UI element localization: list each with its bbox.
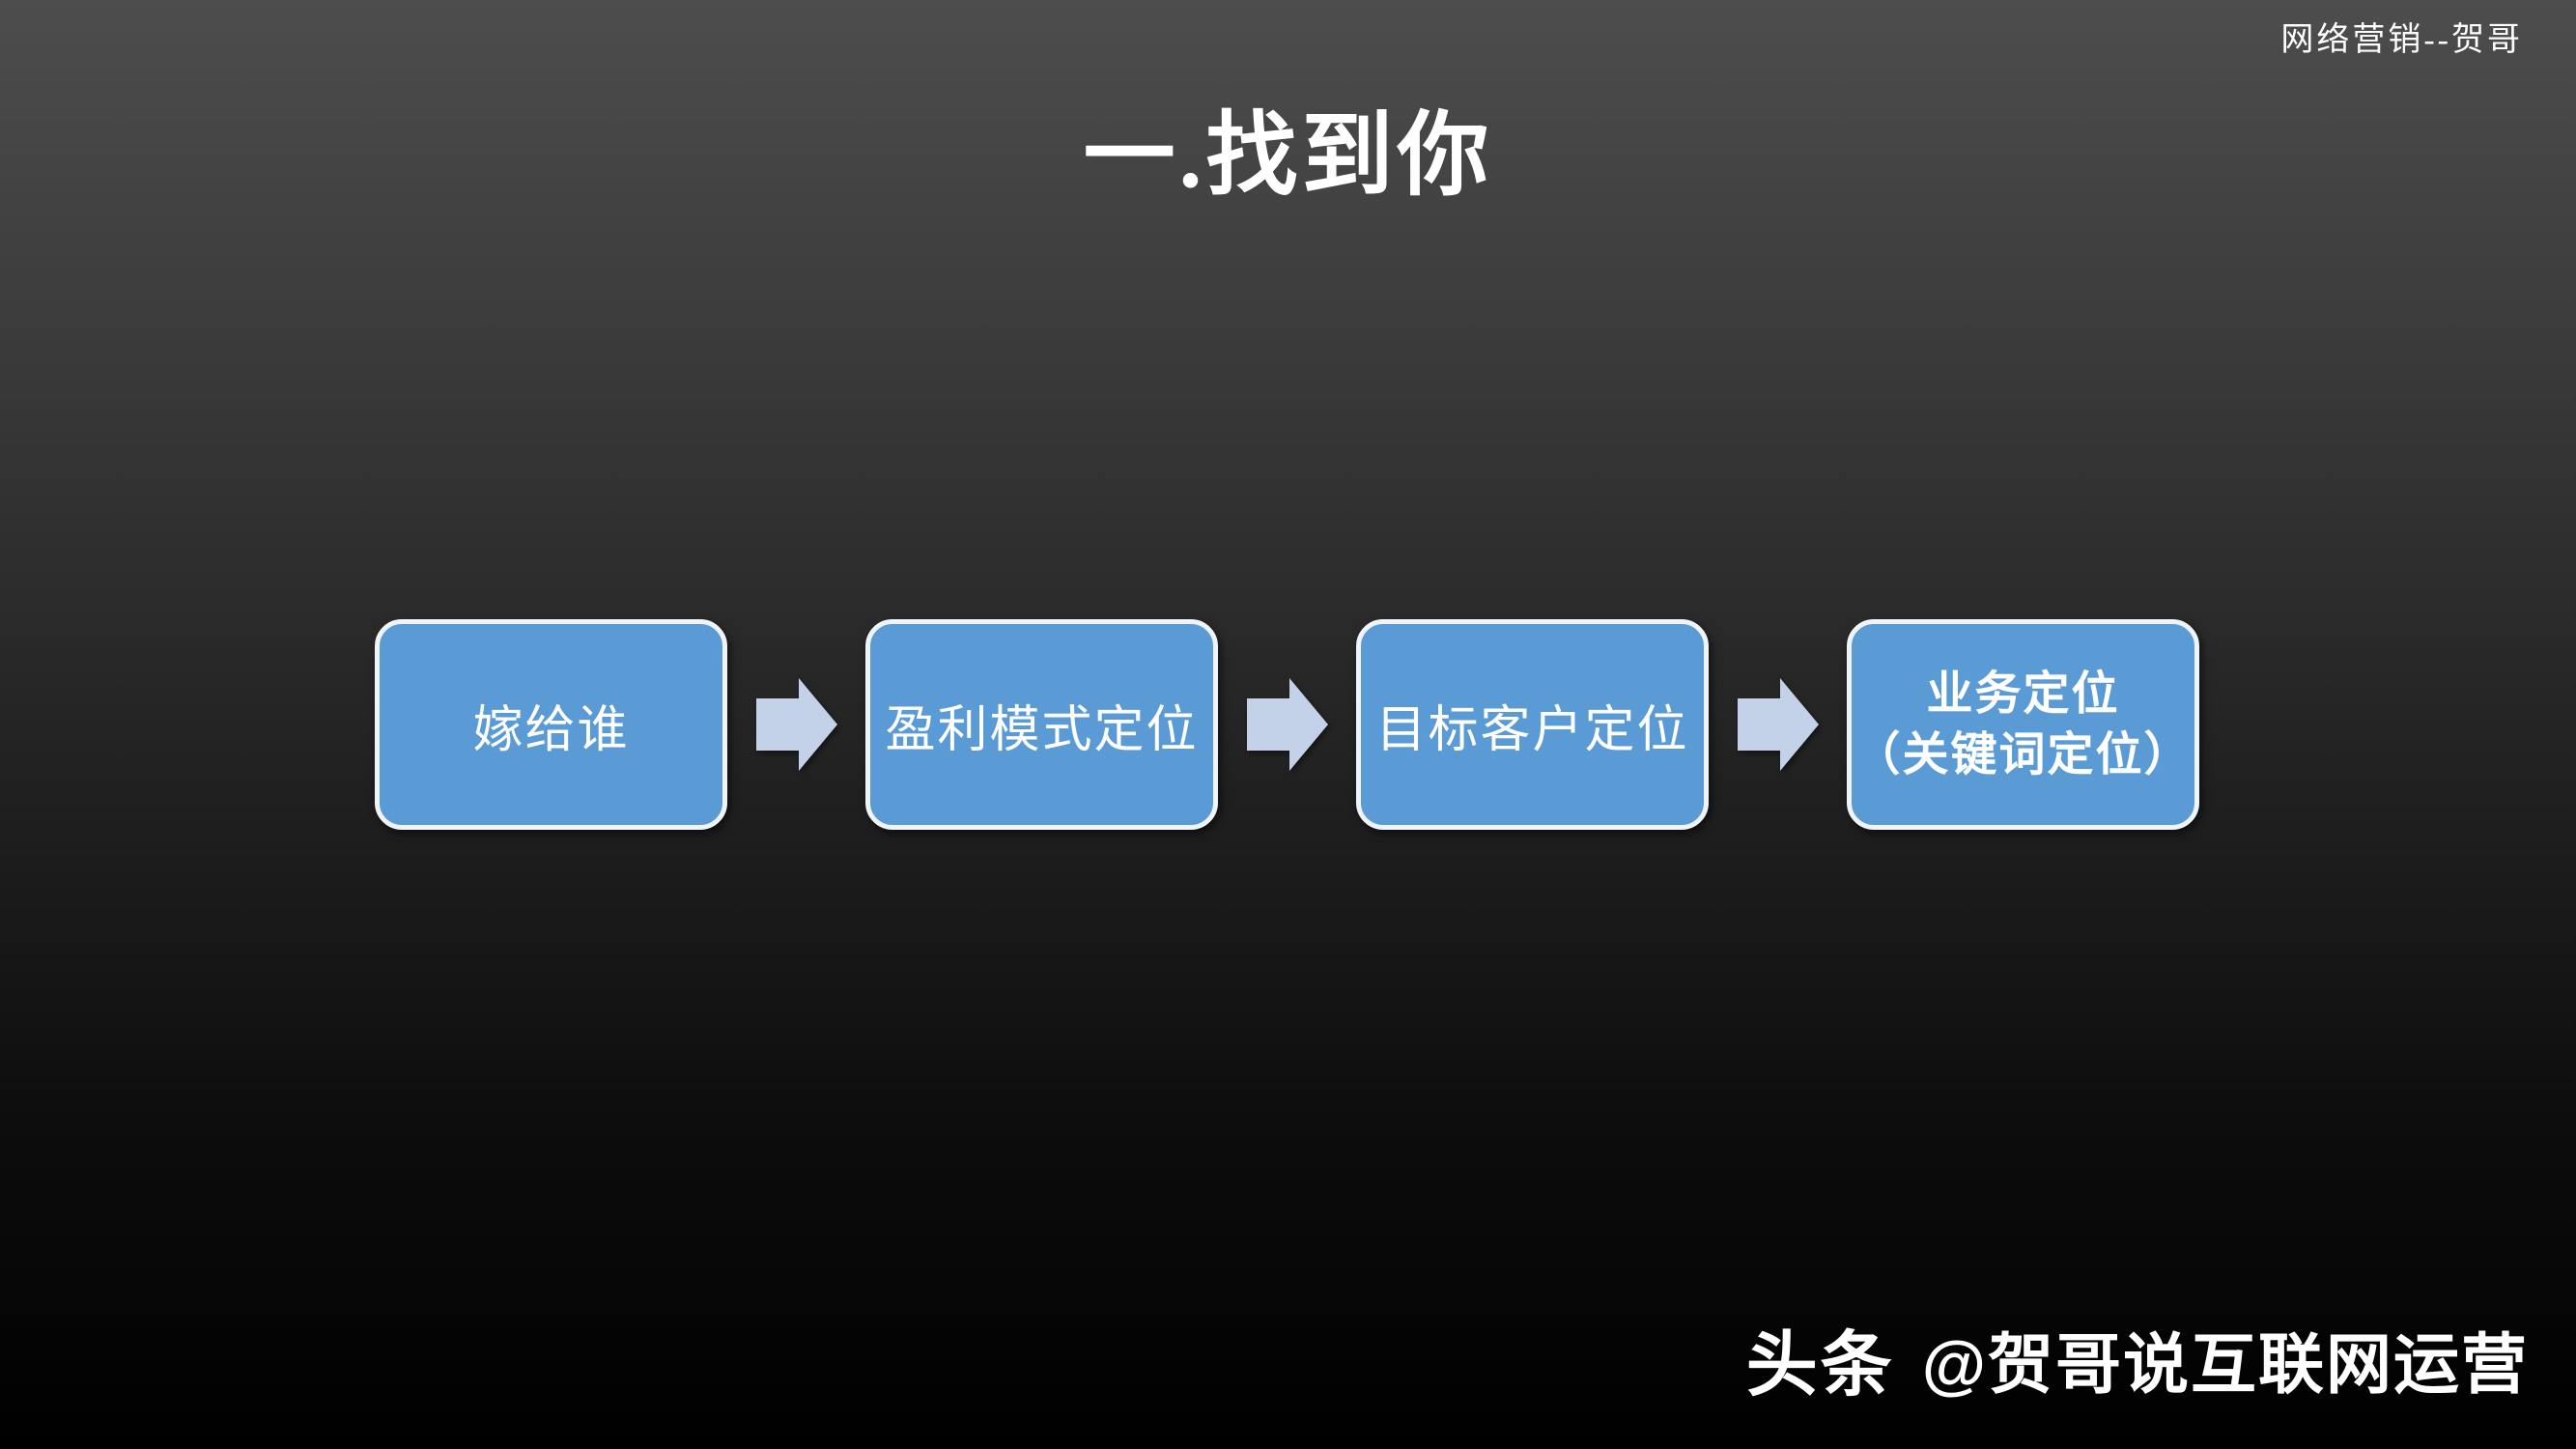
flow-step-4: 业务定位 （关键词定位） — [1847, 619, 2199, 830]
right-arrow-icon — [1737, 678, 1819, 771]
flow-connector-1 — [727, 678, 865, 771]
toutiao-brand-logo: 头条 — [1745, 1324, 1895, 1405]
flow-connector-3 — [1709, 678, 1847, 771]
corner-watermark-label: 网络营销--贺哥 — [2280, 22, 2523, 58]
flow-step-2: 盈利模式定位 — [865, 619, 1218, 830]
flow-step-2-label: 盈利模式定位 — [885, 702, 1199, 758]
watermark-handle: @贺哥说互联网运营 — [1921, 1328, 2529, 1402]
bottom-watermark: 头条 @贺哥说互联网运营 — [1746, 1307, 2529, 1410]
flow-diagram: 嫁给谁 盈利模式定位 目标客户定位 业务定位 （关键词定位） — [375, 619, 2199, 830]
flow-connector-2 — [1218, 678, 1356, 771]
right-arrow-icon — [755, 678, 837, 771]
flow-step-4-label: 业务定位 （关键词定位） — [1854, 668, 2193, 781]
flow-step-3: 目标客户定位 — [1356, 619, 1709, 830]
flow-step-1-label: 嫁给谁 — [472, 702, 630, 758]
flow-step-3-label: 目标客户定位 — [1375, 702, 1689, 758]
right-arrow-icon — [1246, 678, 1328, 771]
slide-title: 一.找到你 — [1083, 104, 1493, 207]
flow-step-1: 嫁给谁 — [375, 619, 727, 830]
